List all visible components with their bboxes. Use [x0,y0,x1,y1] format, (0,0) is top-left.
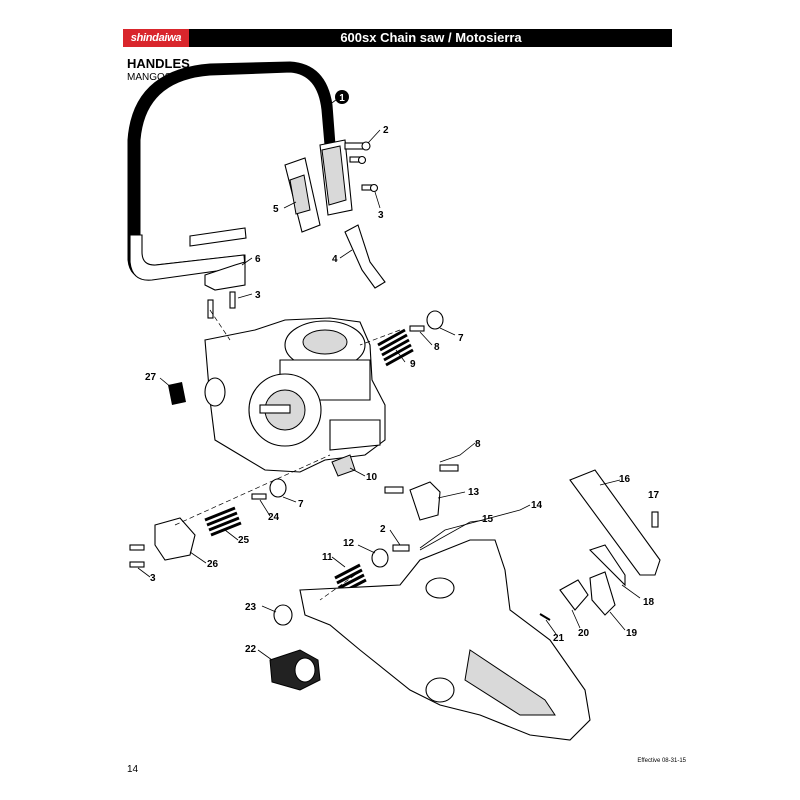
callout-3a: 3 [378,210,384,221]
label-part [168,382,186,405]
anti-vibration-22 [269,649,321,691]
spring-20 [559,579,589,611]
buffer-12 [371,548,389,568]
bushing-23 [273,604,293,626]
handle-bracket-part [344,224,386,289]
front-handle-bar [127,61,353,281]
callout-8a: 8 [434,342,440,353]
callout-25: 25 [238,535,250,546]
buffer-10 [331,454,356,477]
screw-group-top [344,141,379,193]
screw-17 [651,511,659,528]
section-title: HANDLES [127,56,190,71]
page-title: 600sx Chain saw / Motosierra [340,30,522,45]
callout-1-marker [335,90,349,104]
callout-7b: 7 [298,499,304,510]
screw-2-lower [392,544,410,552]
alignment-lines [174,309,401,601]
callout-3b: 3 [255,290,261,301]
section-subtitle: MANGOS [127,72,172,83]
callout-3c: 3 [150,573,156,584]
callout-20: 20 [578,628,590,639]
callout-21: 21 [553,633,565,644]
brand-logo: shindaiwa [123,29,189,47]
callout-1: 1 [339,93,345,104]
screw-3-lower [129,544,145,551]
screw-24 [251,493,267,500]
spring-25 [204,506,242,537]
screw-8-top [409,325,425,332]
callout-6: 6 [255,254,261,265]
callout-15: 15 [482,514,494,525]
callout-8b: 8 [475,439,481,450]
callout-10: 10 [366,472,378,483]
callout-23: 23 [245,602,257,613]
screw-3-lower-b [129,561,145,568]
callout-27: 27 [145,372,157,383]
buffer-7-top [426,310,444,330]
bracket-13 [409,481,441,521]
callout-9: 9 [410,359,416,370]
callout-16: 16 [619,474,631,485]
spring-9 [377,328,414,367]
callout-14: 14 [531,500,543,511]
throttle-lockout-18 [588,544,626,587]
screw-8-lower-b [384,486,404,494]
callout-5: 5 [273,204,279,215]
callout-12: 12 [343,538,355,549]
throttle-trigger-19 [589,571,616,616]
callout-22: 22 [245,644,257,655]
callout-7a: 7 [458,333,464,344]
callout-26: 26 [207,559,219,570]
screw [229,291,236,309]
callout-24: 24 [268,512,280,523]
plate-26 [154,517,196,561]
pin-21 [539,613,551,621]
callout-2b: 2 [380,524,386,535]
handle-mount-bracket [204,261,246,291]
callout-2a: 2 [383,125,389,136]
header-bar [123,29,672,47]
callout-19: 19 [626,628,638,639]
buffer-7-lower [269,478,287,498]
spring-11 [334,563,367,595]
callout-13: 13 [468,487,480,498]
callout-17: 17 [648,490,660,501]
rear-handle-housing [299,539,591,741]
handle-cover-16 [569,469,661,576]
engine-block [204,317,386,473]
effective-date: Effective 08-31-15 [637,758,686,764]
callout-4: 4 [332,254,338,265]
callout-18: 18 [643,597,655,608]
screw-8-lower [439,464,459,472]
callout-11: 11 [322,552,333,563]
page-number: 14 [127,764,139,775]
screw [207,299,214,319]
